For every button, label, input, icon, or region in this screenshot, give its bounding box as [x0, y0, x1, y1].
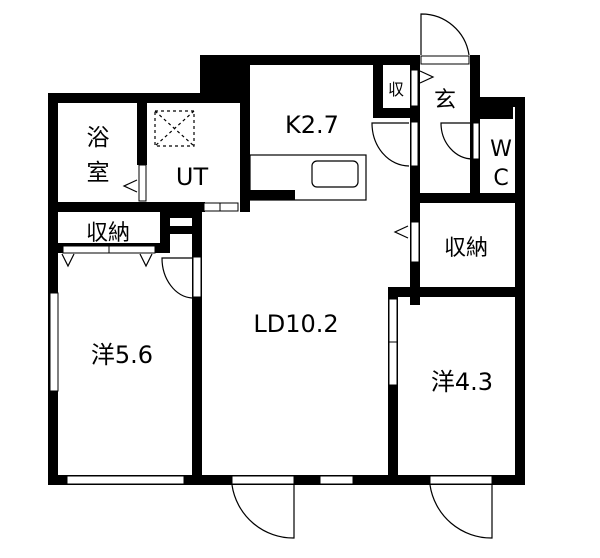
- bath-door-marker-icon: [122, 179, 138, 193]
- bathroom-label-2: 室: [87, 160, 110, 186]
- bathroom-label-1: 浴: [87, 125, 110, 151]
- storage-left-label: 収納: [86, 221, 130, 246]
- room56-door-icon: [161, 257, 193, 299]
- ld-door-icon: [231, 484, 295, 539]
- utility-label: UT: [176, 163, 209, 191]
- windows: [49, 55, 493, 485]
- living-dining-label: LD10.2: [253, 310, 338, 338]
- entrance-door-icon: [420, 13, 470, 56]
- room43-door-icon: [429, 484, 493, 539]
- storage-door-marker-icon-2: [139, 253, 153, 268]
- western-room-2-label: 洋4.3: [431, 368, 493, 396]
- door-swings: [161, 13, 493, 539]
- closet-door-marker-icon: [419, 70, 435, 84]
- fixtures: [61, 70, 435, 268]
- kitchen-sink-icon: [311, 160, 359, 188]
- wc-door-icon: [440, 122, 474, 160]
- western-room-1-label: 洋5.6: [91, 341, 153, 369]
- washer-space-icon: [154, 110, 195, 147]
- room-labels: K2.7 LD10.2 洋5.6 洋4.3 浴 室 UT 収納 収納 収 玄 W…: [86, 80, 512, 396]
- storage-right-label: 収納: [444, 236, 488, 261]
- storage-small-label: 収: [388, 80, 404, 99]
- toilet-label-1: W: [490, 137, 512, 162]
- toilet-label-2: C: [493, 166, 508, 191]
- kitchen-door-icon: [371, 122, 410, 167]
- storage-door-marker-icon: [61, 253, 75, 268]
- kitchen-counter-icon: [249, 154, 367, 201]
- kitchen-label: K2.7: [285, 111, 339, 139]
- entrance-label: 玄: [434, 88, 456, 113]
- storage-right-marker-icon: [393, 225, 409, 239]
